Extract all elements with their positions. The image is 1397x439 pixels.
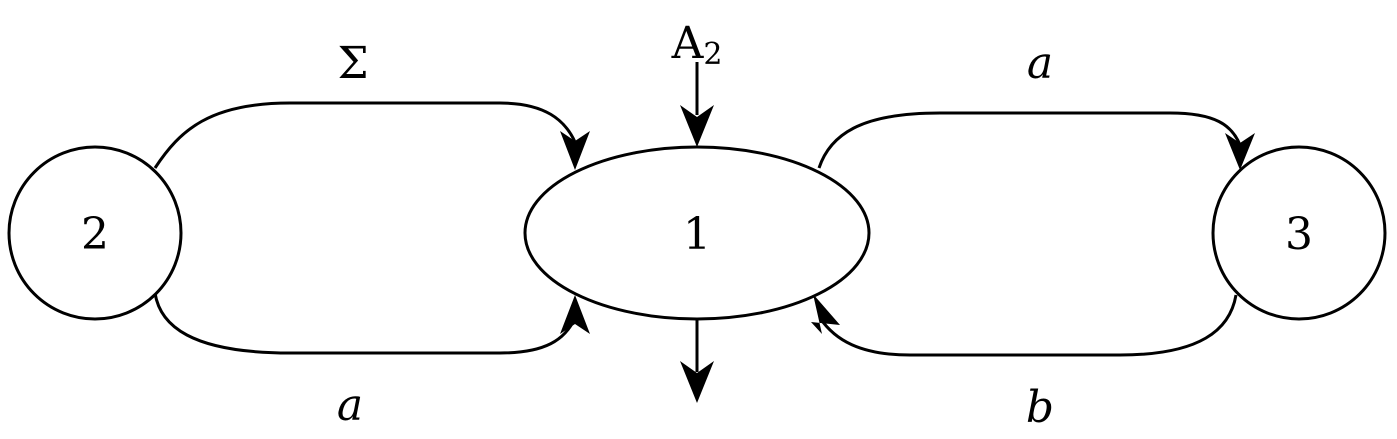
edge-1-to-3-a [817,111,1242,169]
state-1-label: 1 [683,209,711,260]
initial-arrowhead [680,105,714,147]
edge-3-to-1-b-label: b [1026,382,1054,433]
edge-2-to-1-a-label: a [337,380,363,431]
edge-2-to-1-a [153,292,577,355]
arrowhead-1-to-3-a [1225,133,1255,170]
automaton-name-subscript: 2 [703,37,722,72]
arrowhead-2-to-1-sigma [560,131,590,170]
edge-1-to-3-a-label: a [1027,38,1053,89]
edge-2-to-1-sigma-label: Σ [337,38,368,89]
state-3-label: 3 [1285,209,1313,260]
edge-3-to-1-b [818,294,1238,357]
state-3-circle [1211,145,1387,321]
final-arrowhead [680,361,714,403]
state-2-label: 2 [81,209,109,260]
state-2-circle [7,145,183,321]
edge-2-to-1-sigma [153,101,577,169]
state-1-ellipse [523,145,871,321]
automaton-name: A2 [671,18,723,72]
arrowhead-3-to-1-b [811,294,840,334]
arrowhead-2-to-1-a [560,295,590,334]
automaton-name-main: A [671,18,705,69]
